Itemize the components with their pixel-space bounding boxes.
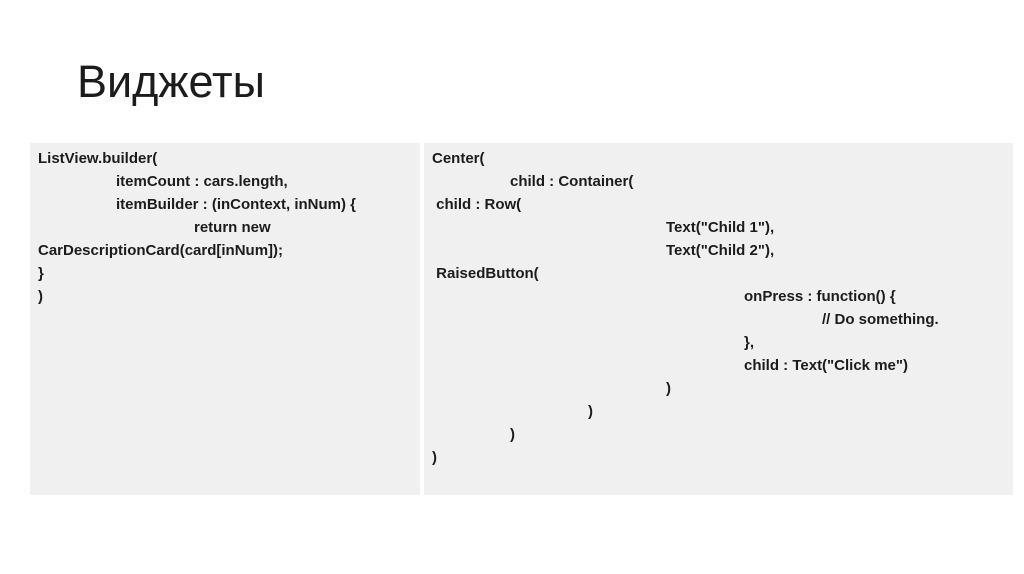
code-block-listview-builder: ListView.builder( itemCount : cars.lengt… [30,143,420,495]
code-line: }, [432,334,755,351]
code-line: ) [432,403,593,420]
code-line: CarDescriptionCard(card[inNum]); [38,242,284,259]
code-line: ) [432,380,671,397]
code-line: ) [432,426,515,443]
code-line: } [38,265,44,282]
code-line: child : Container( [432,173,634,190]
code-line: onPress : function() { [432,288,896,305]
slide-title: Виджеты [77,56,265,107]
code-line: Text("Child 1"), [432,219,775,236]
code-line: child : Row( [432,196,522,213]
code-line: ) [38,288,43,305]
code-line: return new [38,219,271,236]
code-line: Text("Child 2"), [432,242,775,259]
code-line: Center( [432,150,485,167]
code-line: itemBuilder : (inContext, inNum) { [38,196,356,213]
code-line: // Do something. [432,311,939,328]
code-line: ListView.builder( [38,150,158,167]
code-line: itemCount : cars.length, [38,173,288,190]
code-line: ) [432,449,437,466]
code-block-center-widget: Center( child : Container( child : Row( … [424,143,1013,495]
code-line: child : Text("Click me") [432,357,908,374]
code-line: RaisedButton( [432,265,539,282]
